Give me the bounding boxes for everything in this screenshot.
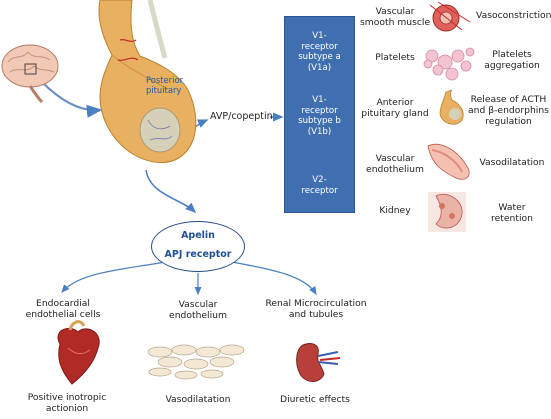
apj-receptor-label: APJ receptor [164, 249, 232, 260]
effect-vasodilatation: Vasodilatation [479, 157, 545, 168]
kidney-section-icon [428, 192, 466, 232]
brain-to-gland-arrow [41, 81, 103, 118]
anterior-pituitary-icon [439, 89, 464, 125]
gland-to-apelin-arrow [145, 169, 197, 214]
endothelium-cells-icon [147, 344, 245, 380]
branch-left [61, 261, 166, 293]
vascular-endothelium-icon [427, 143, 470, 180]
avp-copeptin-label: AVP/copeptin [210, 111, 273, 122]
apelin-title: Apelin [181, 230, 215, 241]
vessel-constriction-icon [429, 1, 471, 32]
effect-vasoconstriction: Vasoconstriction [476, 10, 551, 21]
receptor-v2-label: V2-receptor [301, 175, 338, 196]
platelets-icon [423, 47, 475, 81]
target-tissue-platelets: Platelets [375, 52, 415, 63]
branch-right [231, 261, 317, 296]
apelin-effect-vasodilatation: Vasodilatation [165, 394, 231, 405]
apelin-ellipse: Apelin APJ receptor [151, 221, 245, 272]
heart-icon [57, 320, 100, 385]
kidney-icon [296, 343, 341, 382]
target-tissue-kidney: Kidney [379, 205, 411, 216]
apelin-effect-diuretic: Diuretic effects [280, 394, 350, 405]
